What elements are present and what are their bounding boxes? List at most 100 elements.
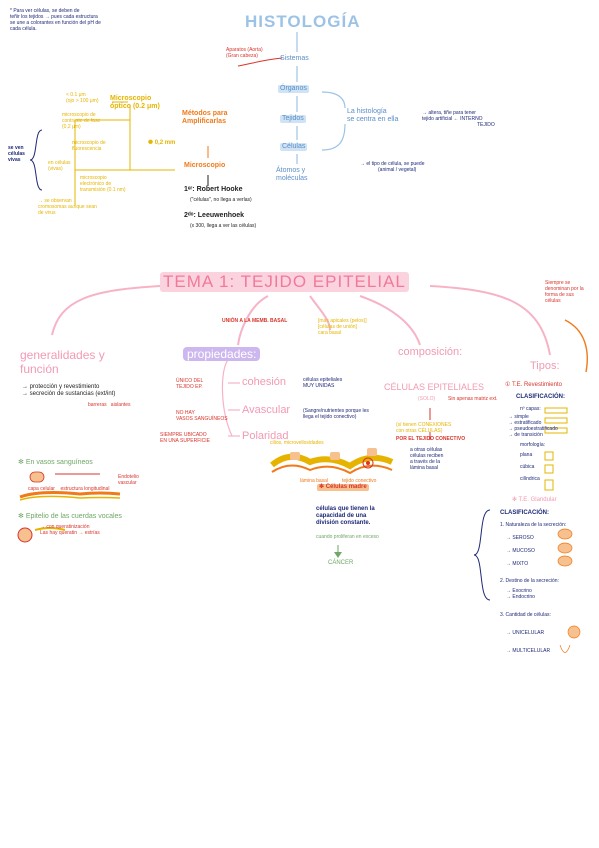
resolution-line: (ojo > 100 μm) (66, 98, 99, 104)
histologia-title: HISTOLOGÍA (245, 12, 361, 31)
fluor-line: microscopio de (72, 140, 106, 146)
microscopio-label: Microscopio (184, 162, 226, 169)
dest-item: → Endocrino (506, 594, 535, 600)
generalidades-title: generalidades y función (20, 348, 105, 376)
composicion-title: composición: (398, 346, 463, 358)
electronico-line: microscopio (80, 175, 107, 181)
resolution-line: < 0.1 μm (66, 92, 86, 98)
electronico-line: electrónico de (80, 181, 112, 187)
contraste-line: microscopio de (62, 112, 96, 118)
superficie-line: EN UNA SUPERFICIE (160, 438, 211, 444)
unico-line: ÚNICO DEL (176, 378, 204, 384)
avascular-sub: (Sangre/nutrientes porque les llega el t… (303, 408, 369, 420)
renuevan-line: capacidad de una (316, 513, 367, 519)
no-vasos-line: VASOS SANGUÍNEOS (176, 416, 228, 422)
conexiones-line: con otras CÉLULAS) (396, 428, 443, 434)
cantidad-list: → UNICELULAR → MULTICELULAR (506, 624, 550, 660)
sin-matriz: Sin apenas matriz ext. (448, 396, 498, 402)
level-organos: Órganos (278, 85, 309, 93)
dest-item: → Exocrino (506, 588, 532, 594)
cohesion-line: células epiteliales (303, 377, 343, 383)
funciones-list: → protección y revestimiento → secreción… (22, 384, 115, 398)
endotelio-line: Endotelio (118, 474, 139, 480)
cuerdas-label: Epitelio de las cuerdas vocales (25, 513, 122, 520)
scale-label: ✺ 0,2 mm (148, 140, 176, 146)
celulas-madre: ✻ Células madre (317, 484, 369, 491)
centra-line: La histología (347, 108, 387, 115)
funcion-item: → secreción de sustancias (ext/int) (22, 391, 116, 397)
vasos-sub-item: estructura longitudinal (60, 486, 110, 492)
renuevan-line: división constante. (316, 520, 371, 526)
metodos-line: Métodos para (182, 110, 228, 117)
formas-line: forma de sus (545, 292, 574, 298)
vasos-sub: capa celular estructura longitudinal (28, 486, 109, 492)
funcion-sub: barreras aislantes (88, 402, 131, 408)
contraste-fase: microscopio de contraste de fase (0,2 μm… (62, 112, 100, 130)
tejido-conectivo-label: tejido conectivo (342, 478, 377, 484)
optico-line: óptico (0.2 μm) (110, 103, 160, 110)
en-celulas-line: (vivas) (48, 166, 63, 172)
tipo-celula-note: → el tipo de célula, se puede (animal / … (360, 161, 425, 173)
note-line: teñir los tejidos → pues cada estructura (10, 14, 98, 20)
esquema-line: [más apicales (pelos)] (318, 318, 367, 324)
cant-item: → UNICELULAR (506, 630, 545, 636)
revestimiento-heading: ① T.E. Revestimiento (505, 382, 562, 388)
esquema-line: cara basal (318, 330, 342, 336)
cuerdas-line: Las hay queratin → estrías (40, 530, 100, 536)
conexiones-note: (sí tienen CONEXIONES con otras CÉLULAS) (396, 422, 451, 434)
cuerdas-sub: → con queratinización Las hay queratin →… (40, 524, 100, 536)
artificial-line: → altera, tiñe para tener (422, 110, 476, 116)
tipo-celula-line: → el tipo de célula, se puede (360, 161, 425, 167)
aparatos-line: (Gran cabeza) (226, 53, 258, 59)
celulas-vivas-line: vivas (8, 157, 21, 163)
renuevan-line: células que tienen la (316, 506, 375, 512)
union-basal: UNIÓN A LA MEMB. BASAL (222, 318, 288, 324)
aparatos-note: Aparatos (Aorta) (Gran cabeza) (226, 47, 263, 59)
scale-value: 0,2 mm (154, 140, 176, 146)
cantidad-heading: 3. Cantidad de células: (500, 612, 551, 618)
level-atomos: Átomos y moléculas (276, 167, 308, 183)
celulas-vivas-label: se ven células vivas (8, 145, 25, 163)
naturaleza-heading: 1. Naturaleza de la secreción: (500, 522, 567, 528)
en-celulas-vivas: en células (vivas) (48, 160, 71, 172)
morf-item: plana (520, 452, 533, 458)
level-atomos-line: moléculas (276, 175, 308, 182)
nat-item: → SEROSO (506, 535, 534, 541)
morfologia-list: plana cúbica cilíndrica (520, 452, 540, 482)
capa-item: → estratificado (508, 420, 542, 426)
en-celulas-line: en células (48, 160, 71, 166)
polaridad: Polaridad (242, 430, 289, 442)
virus-line: cromosomas aunque sean (38, 204, 97, 210)
staining-note: * Para ver células, se deben de teñir lo… (10, 8, 101, 32)
sub-aislantes: aislantes (110, 402, 131, 408)
celulas-madre-label: Células madre (325, 484, 367, 490)
no-vasos: NO HAY VASOS SANGUÍNEOS (176, 410, 228, 422)
microscopio-optico: Microscopio óptico (0.2 μm) (110, 95, 160, 111)
aparatos-line: Aparatos (Aorta) (226, 47, 263, 53)
tejido-artificial-note: → altera, tiñe para tener tejido artific… (422, 110, 495, 128)
renuevan: células que tienen la capacidad de una d… (316, 506, 375, 527)
glandular-label: T.E. Glandular (518, 497, 557, 503)
virus-note: → se observan cromosomas aunque sean de … (38, 198, 97, 216)
no-vasos-line: NO HAY (176, 410, 195, 416)
leeuwenhoek-note: (x 300, llega a ver las células) (190, 223, 257, 229)
tipo-celula-line: (animal / vegetal) (378, 167, 417, 173)
electronico-line: transmisión (0.1 nm) (80, 187, 126, 193)
vasos-sub-item: capa celular (28, 486, 55, 492)
histologia-centra: La histología se centra en ella (347, 108, 398, 124)
hooke-note: ("células", no llega a verlas) (190, 197, 252, 203)
glandular-heading: ✻ T.E. Glandular (512, 497, 557, 503)
optico-line: Microscopio (110, 95, 152, 102)
superficie-line: SIEMPRE UBICADO (160, 432, 207, 438)
metodos-amplificar: Métodos para Amplificarlas (182, 110, 228, 126)
cancer-label: CÁNCER (328, 560, 354, 566)
nutricion-note: a otras células células reciben a través… (410, 447, 443, 471)
formas-line: Siempre se (545, 280, 571, 286)
clasificacion-gland: CLASIFICACIÓN: (500, 510, 549, 516)
contraste-line: (0,2 μm) (62, 124, 81, 130)
cohesion-line: MUY UNIDAS (303, 383, 335, 389)
capa-item: → pseudoestratificado (508, 426, 558, 432)
celulas-vivas-line: se ven (8, 145, 24, 151)
level-tejidos: Tejidos (280, 115, 306, 123)
avascular-line: (Sangre/nutrientes porque les (303, 408, 369, 414)
